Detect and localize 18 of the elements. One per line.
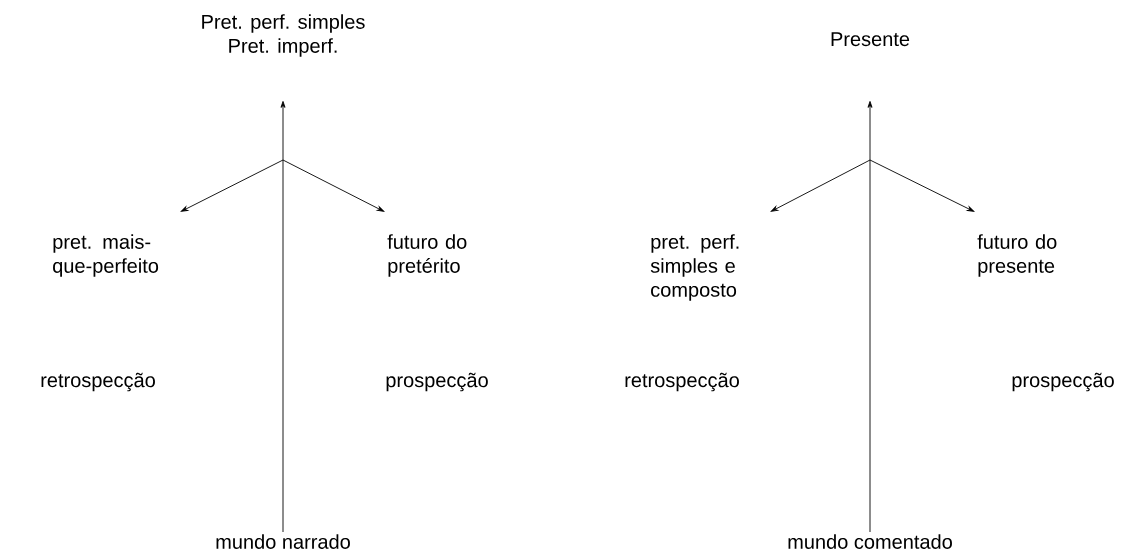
arrow xyxy=(282,159,385,212)
arrow xyxy=(770,159,871,212)
tense-label: pret. perf. simples e composto xyxy=(650,234,739,301)
tense-label: mundo comentado xyxy=(788,534,952,549)
tense-label: Pret. perf. simples Pret. imperf. xyxy=(202,14,365,57)
arrow xyxy=(280,101,286,533)
arrow xyxy=(180,159,284,212)
arrow xyxy=(869,159,975,212)
tense-label: futuro do pretérito xyxy=(387,234,467,277)
tense-label: mundo narrado xyxy=(216,534,350,549)
tense-label: pret. mais-que-perfeito xyxy=(53,234,159,277)
direction-label: prospecção xyxy=(1012,372,1114,392)
direction-label: retrospecção xyxy=(625,372,739,392)
direction-label: prospecção xyxy=(386,372,488,392)
tense-label: Presente xyxy=(831,32,910,47)
tense-label: futuro do presente xyxy=(977,234,1057,277)
arrow xyxy=(867,101,873,533)
direction-label: retrospecção xyxy=(41,372,155,392)
